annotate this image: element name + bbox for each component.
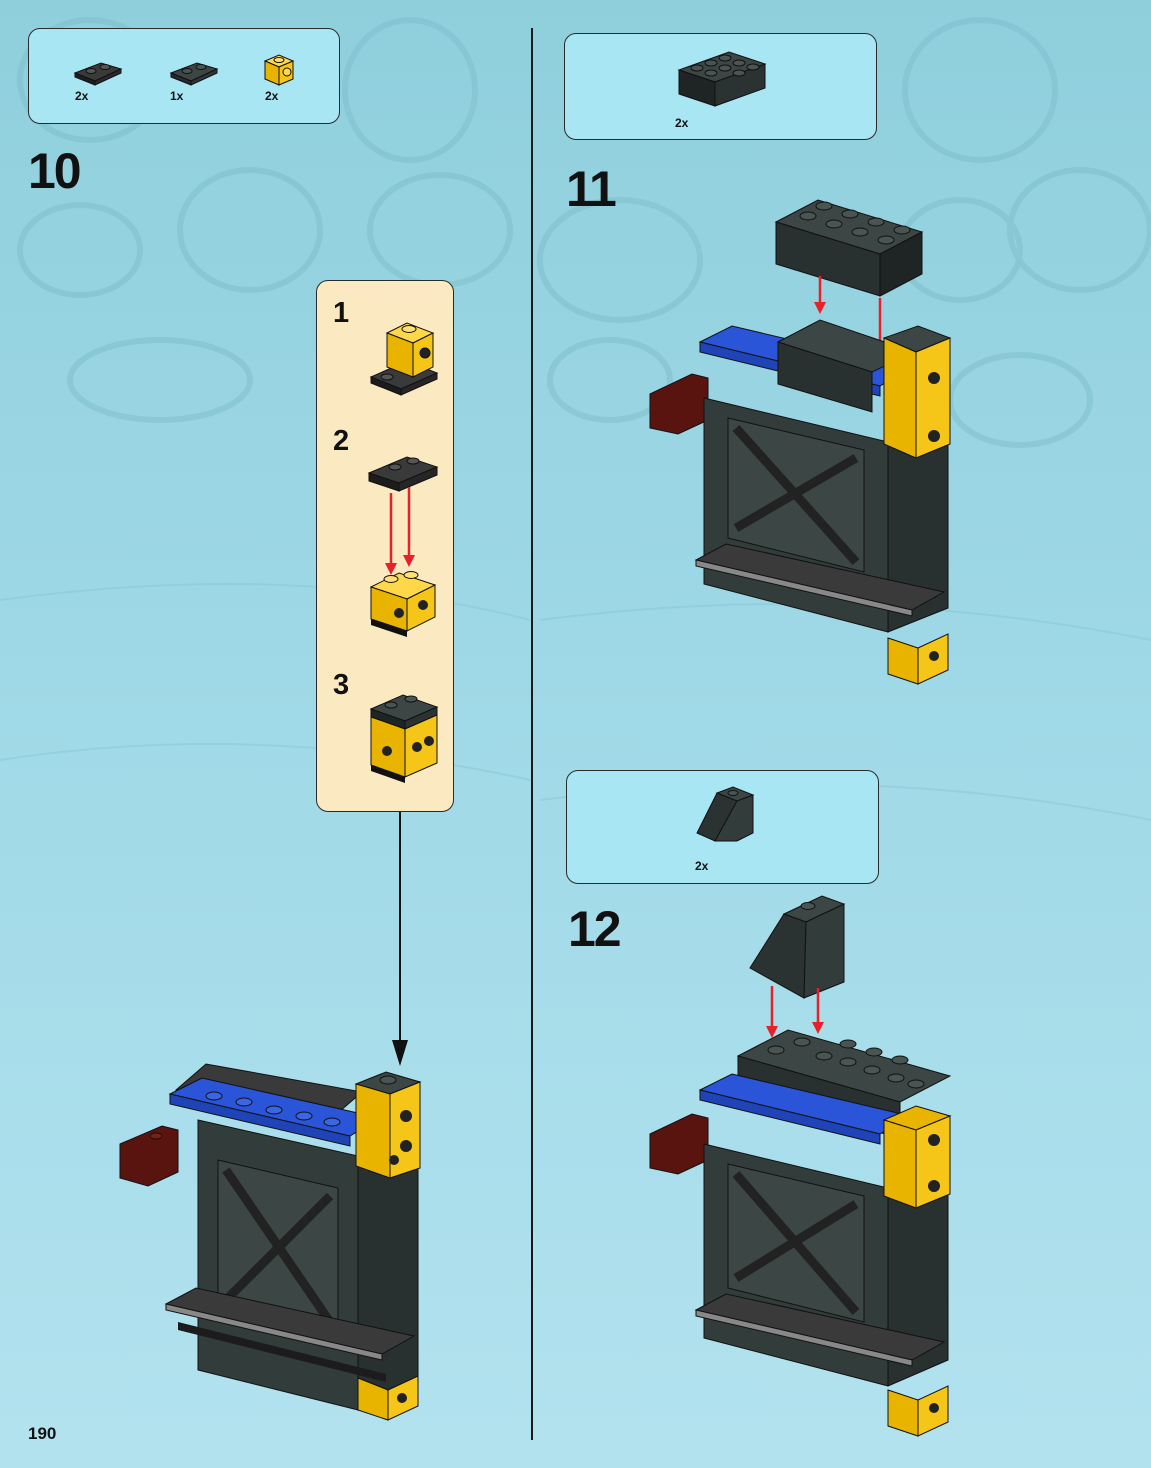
part-qty: 2x <box>265 89 279 103</box>
step-number: 12 <box>568 901 622 957</box>
plate-1x2-dark-gray-icon <box>169 62 219 86</box>
substep-2-illustration <box>367 456 439 637</box>
step-12-parts-list: 2x <box>566 770 879 884</box>
part-qty: 2x <box>695 859 709 873</box>
step-number: 10 <box>28 143 82 199</box>
step-number: 11 <box>566 161 617 217</box>
part-qty: 2x <box>675 116 689 130</box>
column-divider <box>531 28 533 1440</box>
step-10-parts-list: 2x 1x 2x <box>28 28 340 124</box>
substep-1-illustration <box>369 322 439 396</box>
subassembly-callout: 1 2 3 <box>316 280 454 812</box>
page-number: 190 <box>28 1424 57 1443</box>
step-11-parts-list: 2x <box>564 33 877 140</box>
substep-3-illustration <box>369 694 439 783</box>
substep-number: 2 <box>333 425 350 457</box>
slope-2x1-dark-gray-icon <box>696 786 755 842</box>
plate-1x2-black-icon <box>73 62 123 86</box>
part-qty: 1x <box>170 89 184 103</box>
substep-number: 3 <box>333 669 350 701</box>
substep-number: 1 <box>333 297 350 329</box>
step-11-model-illustration <box>649 199 952 685</box>
brick-1x1-studs-side-yellow-icon <box>263 54 295 86</box>
step-12-model-illustration <box>649 895 952 1437</box>
brick-2x4-dark-gray-icon <box>677 51 767 107</box>
step-10-model-illustration <box>119 1063 422 1421</box>
part-qty: 2x <box>75 89 89 103</box>
